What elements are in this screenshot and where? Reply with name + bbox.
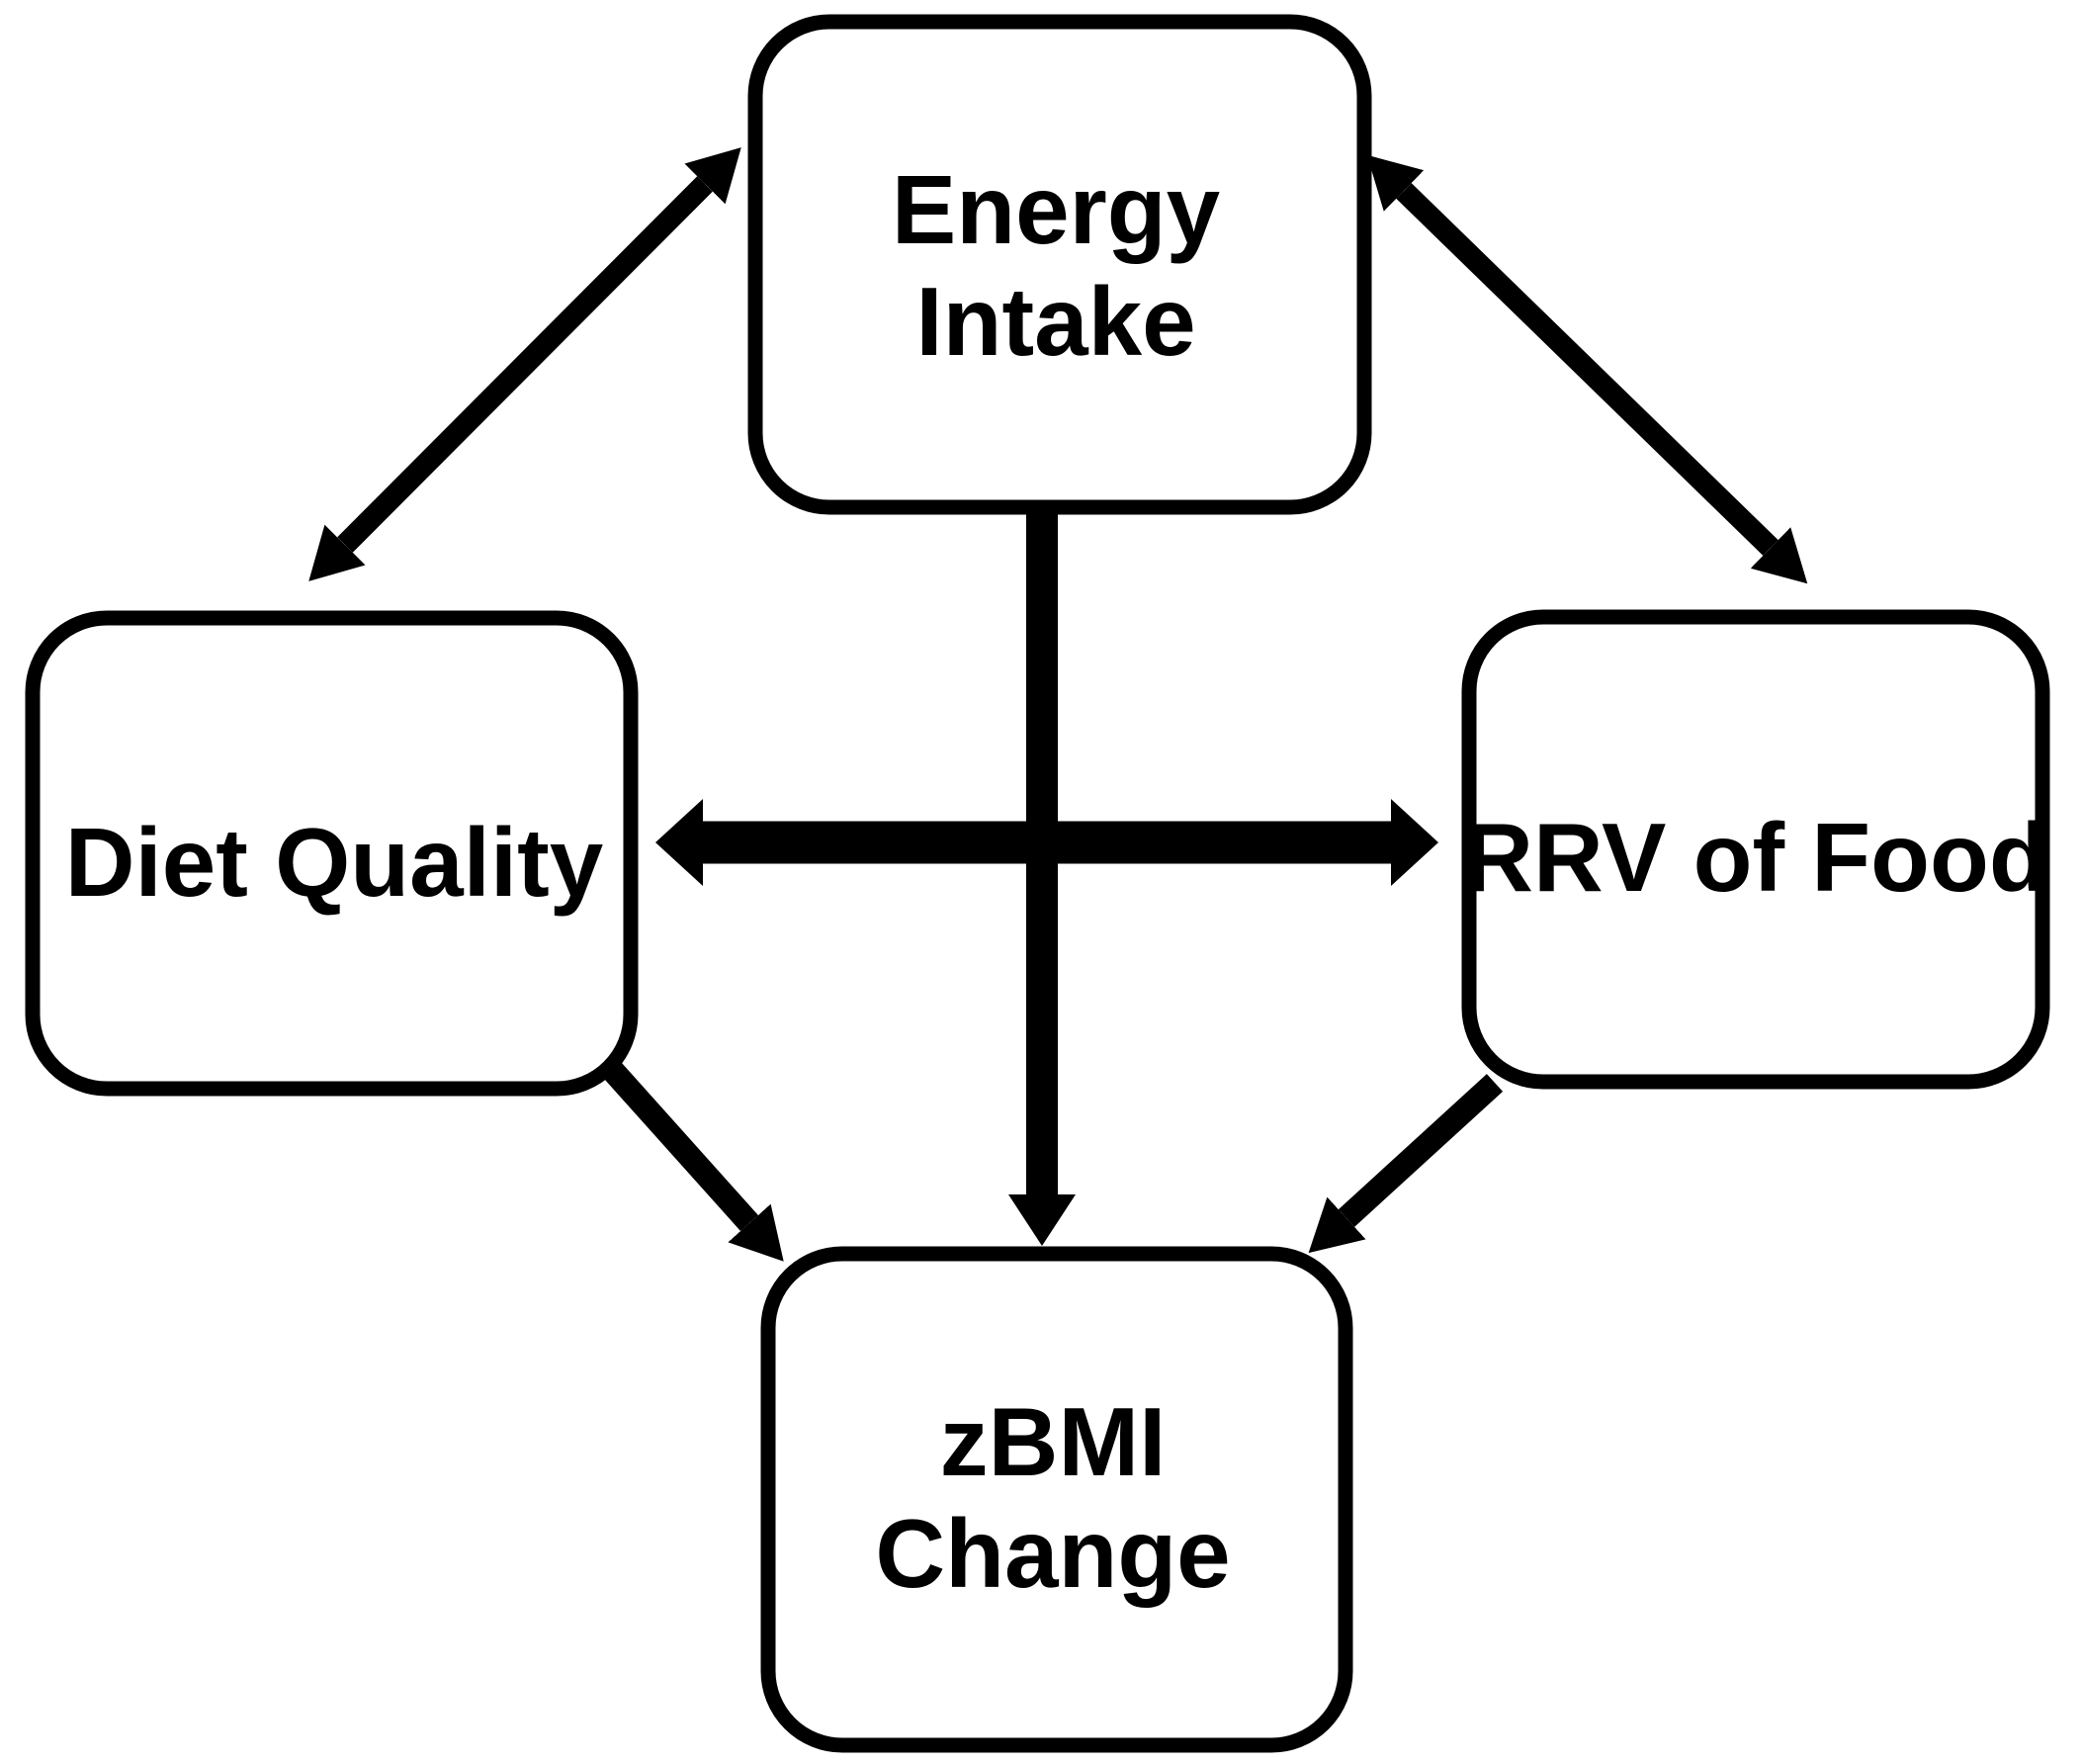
node-rrv-of-food-box: [1461, 609, 2050, 1090]
node-diet-quality-label: Diet Quality: [65, 808, 604, 917]
node-zbmi-change-label-line2: Change: [875, 1499, 1230, 1608]
node-rrv-of-food-label: RRV of Food: [1463, 803, 2048, 912]
arrow-rrv-of-food-zbmi-change: [1308, 1074, 1504, 1254]
arrow-energy-intake-rrv-of-food-bidirectional: [1366, 154, 1808, 584]
arrow-diet-quality-energy-intake-bidirectional: [308, 147, 741, 581]
arrow-diet-quality-zbmi-change: [604, 1062, 784, 1262]
node-zbmi-change-box: [760, 1246, 1353, 1753]
node-energy-intake-label-line2: Intake: [915, 267, 1195, 376]
node-energy-intake-label-line1: Energy: [892, 155, 1220, 264]
node-zbmi-change-label-line1: zBMI: [940, 1387, 1167, 1496]
node-energy-intake-box: [747, 14, 1372, 515]
node-diet-quality-box: [25, 610, 639, 1097]
